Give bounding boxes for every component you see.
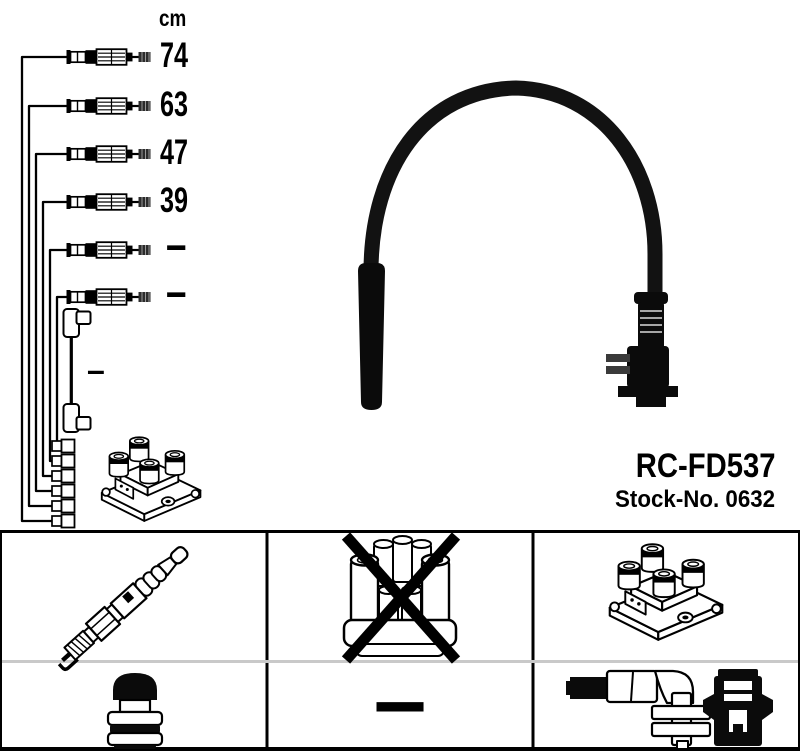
plug-cap-icon [106, 673, 164, 749]
cable-row-icons [65, 48, 152, 306]
unit-label: cm [159, 5, 187, 31]
coil-link-length-label: – [87, 352, 105, 388]
connector-terminal-icon [566, 669, 773, 750]
distributor-cap-crossed-icon [341, 532, 461, 664]
legend-grid-lines [0, 530, 800, 751]
part-number: RC-FD537 [635, 447, 775, 485]
cable-length-label-4: 39 [160, 181, 189, 220]
cable-length-label-2: 63 [160, 85, 189, 124]
cable-length-label-3: 47 [160, 133, 189, 172]
crossout-x-icon [341, 532, 461, 664]
coil-link-cable-icon [62, 308, 92, 433]
spark-plug-icon [57, 546, 189, 672]
ignition-coil-icon [608, 543, 724, 641]
ignition-cable-illustration [358, 80, 678, 410]
coil-connector-stack [51, 438, 76, 529]
ignition-coil-small-illustration [100, 436, 202, 522]
stock-number: Stock-No. 0632 [614, 486, 775, 513]
cable-length-label-5: – [166, 218, 187, 270]
terminal-clip-icon [703, 669, 773, 746]
cable-length-label-6: – [166, 265, 187, 317]
legend-dash-label: – [373, 647, 427, 753]
cable-length-label-1: 74 [160, 36, 189, 75]
cable-length-diagram [20, 55, 68, 523]
